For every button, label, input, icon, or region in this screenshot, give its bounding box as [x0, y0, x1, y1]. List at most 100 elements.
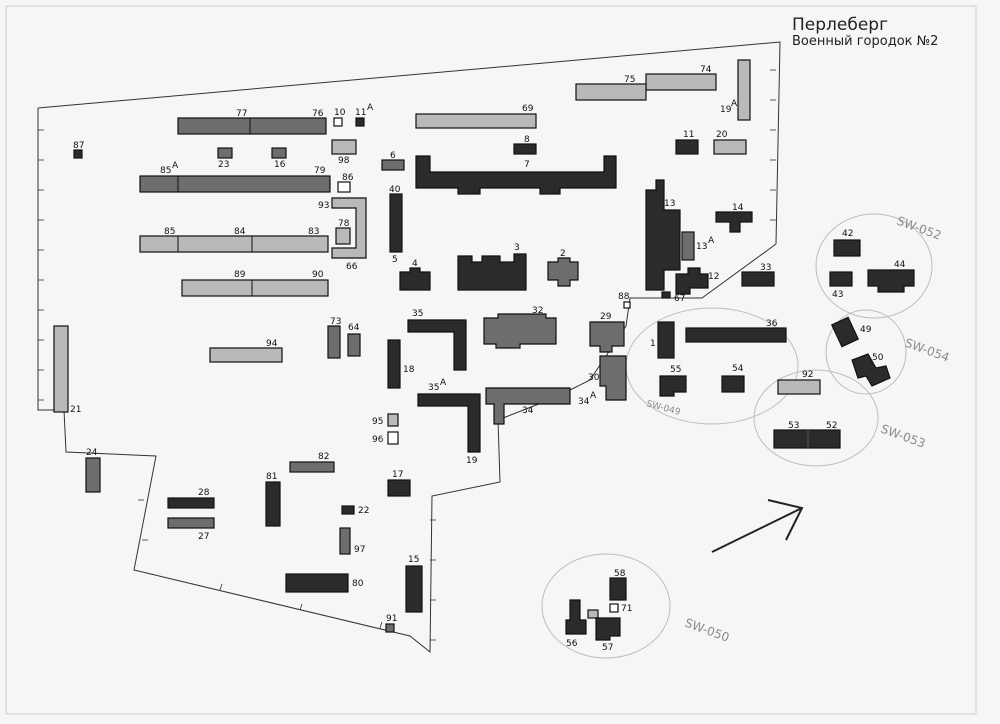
- building-64[interactable]: [347, 333, 361, 357]
- label-53: 53: [788, 421, 799, 431]
- building-20[interactable]: [713, 139, 747, 155]
- label-28: 28: [198, 488, 210, 498]
- building-86[interactable]: [337, 181, 351, 193]
- building-50[interactable]: [851, 353, 891, 387]
- building-16[interactable]: [271, 147, 287, 159]
- building-58[interactable]: [609, 577, 627, 601]
- building-35[interactable]: [407, 319, 467, 371]
- building-55[interactable]: [659, 375, 687, 397]
- building-53-52[interactable]: [773, 429, 841, 449]
- label-35a-sup: А: [440, 378, 447, 388]
- label-13: 13: [664, 199, 675, 209]
- building-11[interactable]: [675, 139, 699, 155]
- label-13a-sup: А: [708, 236, 715, 246]
- building-13a[interactable]: [681, 231, 695, 261]
- building-87[interactable]: [73, 149, 83, 159]
- building-73[interactable]: [327, 325, 341, 359]
- building-85-84-83[interactable]: [139, 235, 329, 253]
- label-74: 74: [700, 65, 712, 75]
- label-10: 10: [334, 108, 346, 118]
- building-57[interactable]: [595, 617, 621, 641]
- building-30[interactable]: [599, 355, 627, 401]
- label-36: 36: [766, 319, 778, 329]
- building-23[interactable]: [217, 147, 233, 159]
- building-74[interactable]: [645, 73, 717, 91]
- building-54[interactable]: [721, 375, 745, 393]
- label-35: 35: [412, 309, 423, 319]
- label-19a: 19: [720, 105, 732, 115]
- building-12[interactable]: [675, 267, 709, 295]
- building-98[interactable]: [331, 139, 357, 155]
- building-40-5[interactable]: [389, 193, 403, 253]
- building-44[interactable]: [867, 269, 915, 293]
- building-78[interactable]: [335, 227, 351, 245]
- building-13[interactable]: [645, 179, 681, 291]
- building-33[interactable]: [741, 271, 775, 287]
- building-92[interactable]: [777, 379, 821, 395]
- building-36[interactable]: [685, 327, 787, 343]
- label-85a-sup: А: [172, 161, 179, 171]
- building-95[interactable]: [387, 413, 399, 427]
- building-80[interactable]: [285, 573, 349, 593]
- building-28[interactable]: [167, 497, 215, 509]
- building-91[interactable]: [385, 623, 395, 633]
- building-35a[interactable]: [417, 393, 481, 453]
- building-4[interactable]: [399, 267, 431, 291]
- building-89-90[interactable]: [181, 279, 329, 297]
- building-8[interactable]: [513, 143, 537, 155]
- building-85a-79[interactable]: [139, 175, 331, 193]
- building-24[interactable]: [85, 457, 101, 493]
- building-96[interactable]: [387, 431, 399, 445]
- label-8: 8: [524, 135, 530, 145]
- building-88[interactable]: [623, 301, 631, 309]
- zone-label-sw050: SW-050: [683, 616, 731, 645]
- building-34[interactable]: [485, 387, 571, 425]
- building-97[interactable]: [339, 527, 351, 555]
- building-94[interactable]: [209, 347, 283, 363]
- building-21[interactable]: [53, 325, 69, 413]
- building-93-66[interactable]: [331, 197, 367, 259]
- zone-sw053-outline: [753, 369, 879, 467]
- building-32[interactable]: [483, 313, 557, 349]
- label-1: 1: [650, 339, 656, 349]
- building-6[interactable]: [381, 159, 405, 171]
- label-42: 42: [842, 229, 853, 239]
- building-2[interactable]: [547, 257, 579, 287]
- building-77-76[interactable]: [177, 117, 327, 135]
- label-69: 69: [522, 104, 534, 114]
- zone-label-sw054: SW-054: [903, 336, 951, 365]
- label-58: 58: [614, 569, 626, 579]
- building-7[interactable]: [415, 155, 617, 195]
- label-67: 67: [674, 294, 685, 304]
- building-3[interactable]: [457, 253, 527, 291]
- building-71[interactable]: [609, 603, 619, 613]
- building-42[interactable]: [833, 239, 861, 257]
- building-15[interactable]: [405, 565, 423, 613]
- building-56[interactable]: [565, 599, 587, 635]
- building-43[interactable]: [829, 271, 853, 287]
- building-49[interactable]: [830, 316, 860, 348]
- building-82[interactable]: [289, 461, 335, 473]
- building-17[interactable]: [387, 479, 411, 497]
- label-95: 95: [372, 417, 383, 427]
- building-1[interactable]: [657, 321, 675, 359]
- zone-sw054-outline: [825, 309, 907, 395]
- building-22[interactable]: [341, 505, 355, 515]
- building-69[interactable]: [415, 113, 537, 129]
- building-18[interactable]: [387, 339, 401, 389]
- label-87: 87: [73, 141, 84, 151]
- building-11a[interactable]: [355, 117, 365, 127]
- label-11a: 11: [355, 108, 366, 118]
- building-57-shed[interactable]: [587, 609, 599, 619]
- label-24: 24: [86, 448, 98, 458]
- building-14[interactable]: [715, 211, 753, 233]
- label-75: 75: [624, 75, 635, 85]
- building-10[interactable]: [333, 117, 343, 127]
- building-19a[interactable]: [737, 59, 751, 121]
- building-67[interactable]: [661, 291, 671, 299]
- building-75[interactable]: [575, 83, 647, 101]
- building-81[interactable]: [265, 481, 281, 527]
- building-29[interactable]: [589, 321, 625, 353]
- building-27[interactable]: [167, 517, 215, 529]
- zone-label-sw053: SW-053: [879, 422, 927, 451]
